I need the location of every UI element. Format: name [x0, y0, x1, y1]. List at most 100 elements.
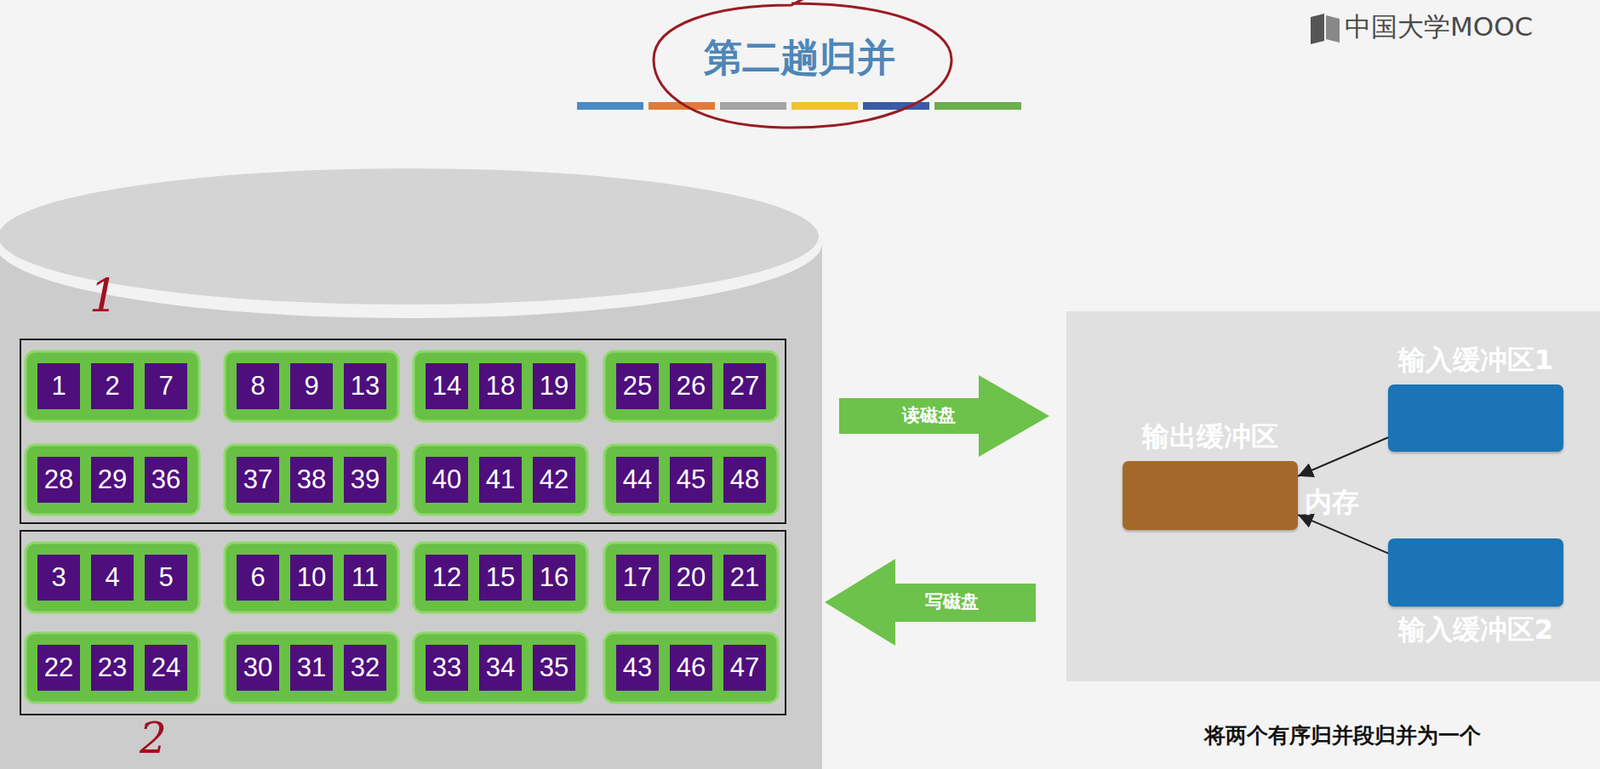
key-number: 30	[243, 652, 273, 684]
disk-body	[0, 240, 823, 769]
buffer-label: 输入缓冲区1	[1398, 342, 1554, 380]
green-block	[224, 351, 399, 422]
key-number: 39	[350, 464, 380, 496]
disk-top	[0, 168, 819, 305]
key-number: 21	[730, 562, 760, 594]
key-number: 22	[44, 652, 74, 684]
key-number: 19	[539, 371, 569, 402]
key-box: 38	[290, 457, 333, 503]
key-number: 5	[158, 562, 173, 594]
key-number: 13	[350, 371, 380, 402]
key-number: 35	[539, 652, 569, 684]
read-arrow	[839, 375, 1050, 458]
key-box: 21	[723, 554, 766, 601]
key-number: 17	[622, 562, 652, 594]
key-box: 13	[343, 363, 387, 410]
run-outline	[20, 531, 786, 715]
key-number: 31	[297, 652, 326, 684]
key-box: 46	[669, 645, 713, 692]
key-box: 7	[144, 363, 188, 410]
key-number: 24	[151, 652, 181, 684]
memory-panel-ground	[1066, 311, 1600, 682]
key-box: 2	[91, 363, 134, 410]
key-box: 42	[532, 457, 576, 503]
key-number: 3	[51, 562, 66, 594]
key-number: 10	[297, 562, 326, 594]
key-box: 18	[479, 363, 522, 410]
key-box: 17	[616, 554, 659, 601]
caption: 将两个有序归并段归并为一个	[1204, 721, 1481, 750]
key-box: 3	[37, 554, 80, 601]
key-number: 27	[730, 371, 760, 402]
key-number: 12	[432, 562, 462, 594]
key-box: 48	[723, 457, 766, 503]
green-block	[413, 445, 588, 515]
write-arrow	[824, 559, 1036, 646]
key-box: 28	[37, 457, 80, 503]
key-number: 6	[250, 562, 265, 594]
title: 第二趟归并	[703, 32, 896, 84]
green-block	[25, 542, 200, 613]
key-box: 4	[91, 554, 134, 601]
hand-ellipse	[653, 0, 952, 128]
key-box: 44	[616, 457, 659, 503]
key-box: 11	[343, 554, 387, 601]
key-number: 1	[51, 371, 66, 402]
memory-label: 内存	[1304, 484, 1360, 522]
key-box: 15	[479, 554, 522, 601]
key-box: 35	[532, 645, 576, 692]
key-number: 47	[730, 652, 760, 684]
green-block	[604, 542, 778, 613]
key-box: 33	[425, 645, 469, 692]
key-number: 29	[97, 464, 127, 496]
green-block	[224, 633, 399, 703]
run-outline	[20, 339, 786, 524]
buffer-box: 输入缓冲区2	[1388, 538, 1564, 607]
key-number: 20	[676, 562, 706, 594]
key-number: 38	[297, 464, 326, 496]
green-block	[25, 351, 200, 422]
key-box: 32	[343, 645, 387, 692]
key-box: 14	[425, 363, 469, 410]
key-number: 23	[97, 652, 127, 684]
key-number: 15	[485, 562, 515, 594]
data-flow-arrow	[1297, 514, 1389, 554]
green-block	[604, 445, 778, 515]
green-block	[413, 633, 588, 703]
logo-text: 中国大学MOOC	[1344, 11, 1533, 43]
key-number: 11	[351, 562, 379, 594]
green-block	[604, 351, 778, 422]
key-box: 12	[425, 554, 469, 601]
key-box: 19	[532, 363, 576, 410]
key-box: 30	[236, 645, 280, 692]
key-box: 1	[37, 363, 80, 410]
key-number: 32	[350, 652, 380, 684]
key-box: 26	[669, 363, 713, 410]
key-number: 2	[104, 371, 120, 402]
key-number: 34	[485, 652, 515, 684]
key-box: 34	[479, 645, 522, 692]
green-block	[25, 633, 200, 703]
buffer-box: 输入缓冲区1	[1388, 384, 1564, 452]
title-bars	[577, 102, 1022, 110]
key-box: 16	[532, 554, 576, 601]
memory-panel: 内存输出缓冲区输入缓冲区1输入缓冲区2	[1066, 311, 1600, 682]
hand-mark: 2	[139, 714, 167, 765]
green-block	[604, 633, 778, 703]
key-box: 43	[616, 645, 659, 692]
key-number: 46	[676, 652, 706, 684]
key-box: 5	[144, 554, 188, 601]
disk-rim	[0, 168, 823, 319]
key-number: 36	[151, 464, 181, 496]
logo-icon	[1310, 13, 1340, 45]
green-block	[413, 542, 588, 613]
key-number: 45	[676, 464, 706, 496]
key-box: 8	[236, 363, 280, 410]
green-block	[224, 445, 399, 515]
key-box: 27	[723, 363, 766, 410]
key-number: 18	[485, 371, 515, 402]
key-box: 24	[144, 645, 188, 692]
key-number: 41	[485, 464, 515, 496]
key-number: 33	[432, 652, 462, 684]
key-number: 48	[730, 464, 760, 496]
